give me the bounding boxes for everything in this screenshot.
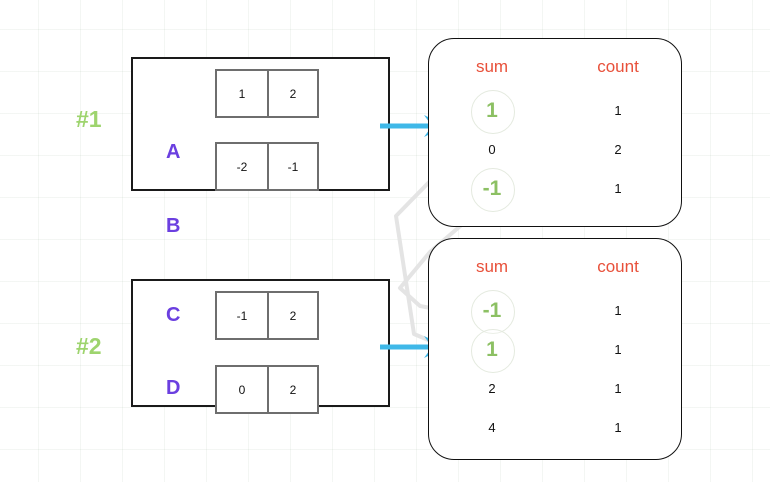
row-label-d: D xyxy=(166,377,181,399)
group-tag-2: #2 xyxy=(76,333,102,359)
agg-table-2-row-3: 4 1 xyxy=(429,408,681,447)
group-tag-1: #1 xyxy=(76,106,102,132)
cell-c-1: 2 xyxy=(267,293,317,338)
row-label-c: C xyxy=(166,304,181,326)
cell-b-0: -2 xyxy=(236,159,248,174)
cell-c-0: -1 xyxy=(236,308,248,323)
agg-table-2-header: sum count xyxy=(429,257,681,277)
agg-table-2-row-2-count: 1 xyxy=(614,381,622,396)
cell-pair-c: -1 2 xyxy=(215,291,319,340)
agg-table-1-header-count: count xyxy=(597,57,639,76)
group-box-1: A B 1 2 -2 -1 xyxy=(131,57,390,237)
agg-table-2-row-1: 1 1 xyxy=(429,328,681,373)
cell-a-1: 2 xyxy=(267,71,317,116)
agg-table-1-row-1-sum: 0 xyxy=(488,142,496,157)
agg-table-1-row-1: 0 2 xyxy=(429,130,681,169)
agg-table-2-row-1-count: 1 xyxy=(614,342,622,357)
agg-table-2-row-2-sum: 2 xyxy=(488,381,496,396)
cell-d-0: 0 xyxy=(238,382,246,397)
agg-table-2: sum count -1 1 1 1 2 1 xyxy=(428,238,682,460)
agg-table-1-header-sum: sum xyxy=(475,57,509,76)
agg-table-1-row-2-count: 1 xyxy=(614,181,622,196)
group-box-2: C D -1 2 0 2 xyxy=(131,279,390,414)
agg-table-2-row-2: 2 1 xyxy=(429,369,681,408)
agg-table-2-header-count: count xyxy=(597,257,639,276)
agg-table-1-row-0-sum: 1 xyxy=(429,89,555,134)
cell-pair-d: 0 2 xyxy=(215,365,319,414)
cell-pair-a: 1 2 xyxy=(215,69,319,118)
agg-table-1-header: sum count xyxy=(429,57,681,77)
agg-table-2-row-0-count: 1 xyxy=(614,303,622,318)
agg-table-1: sum count 1 1 0 2 -1 1 xyxy=(428,38,682,227)
agg-table-2-row-3-count: 1 xyxy=(614,420,622,435)
cell-pair-b: -2 -1 xyxy=(215,142,319,191)
agg-table-1-row-2-sum: -1 xyxy=(429,167,555,212)
agg-table-2-row-1-sum: 1 xyxy=(429,328,555,373)
agg-table-1-rows: 1 1 0 2 -1 1 xyxy=(429,89,681,212)
agg-table-1-row-1-count: 2 xyxy=(614,142,622,157)
agg-table-2-row-0-sum: -1 xyxy=(429,289,555,334)
cell-b-1: -1 xyxy=(267,144,317,189)
agg-table-1-row-0-count: 1 xyxy=(614,103,622,118)
agg-table-2-rows: -1 1 1 1 2 1 4 1 xyxy=(429,289,681,447)
row-label-a: A xyxy=(166,141,181,163)
cell-d-1: 2 xyxy=(267,367,317,412)
agg-table-2-header-sum: sum xyxy=(475,257,509,276)
agg-table-2-row-0: -1 1 xyxy=(429,289,681,334)
row-label-b: B xyxy=(166,215,181,237)
agg-table-1-row-0: 1 1 xyxy=(429,89,681,134)
agg-table-1-row-2: -1 1 xyxy=(429,167,681,212)
cell-a-0: 1 xyxy=(238,86,246,101)
agg-table-2-row-3-sum: 4 xyxy=(488,420,496,435)
